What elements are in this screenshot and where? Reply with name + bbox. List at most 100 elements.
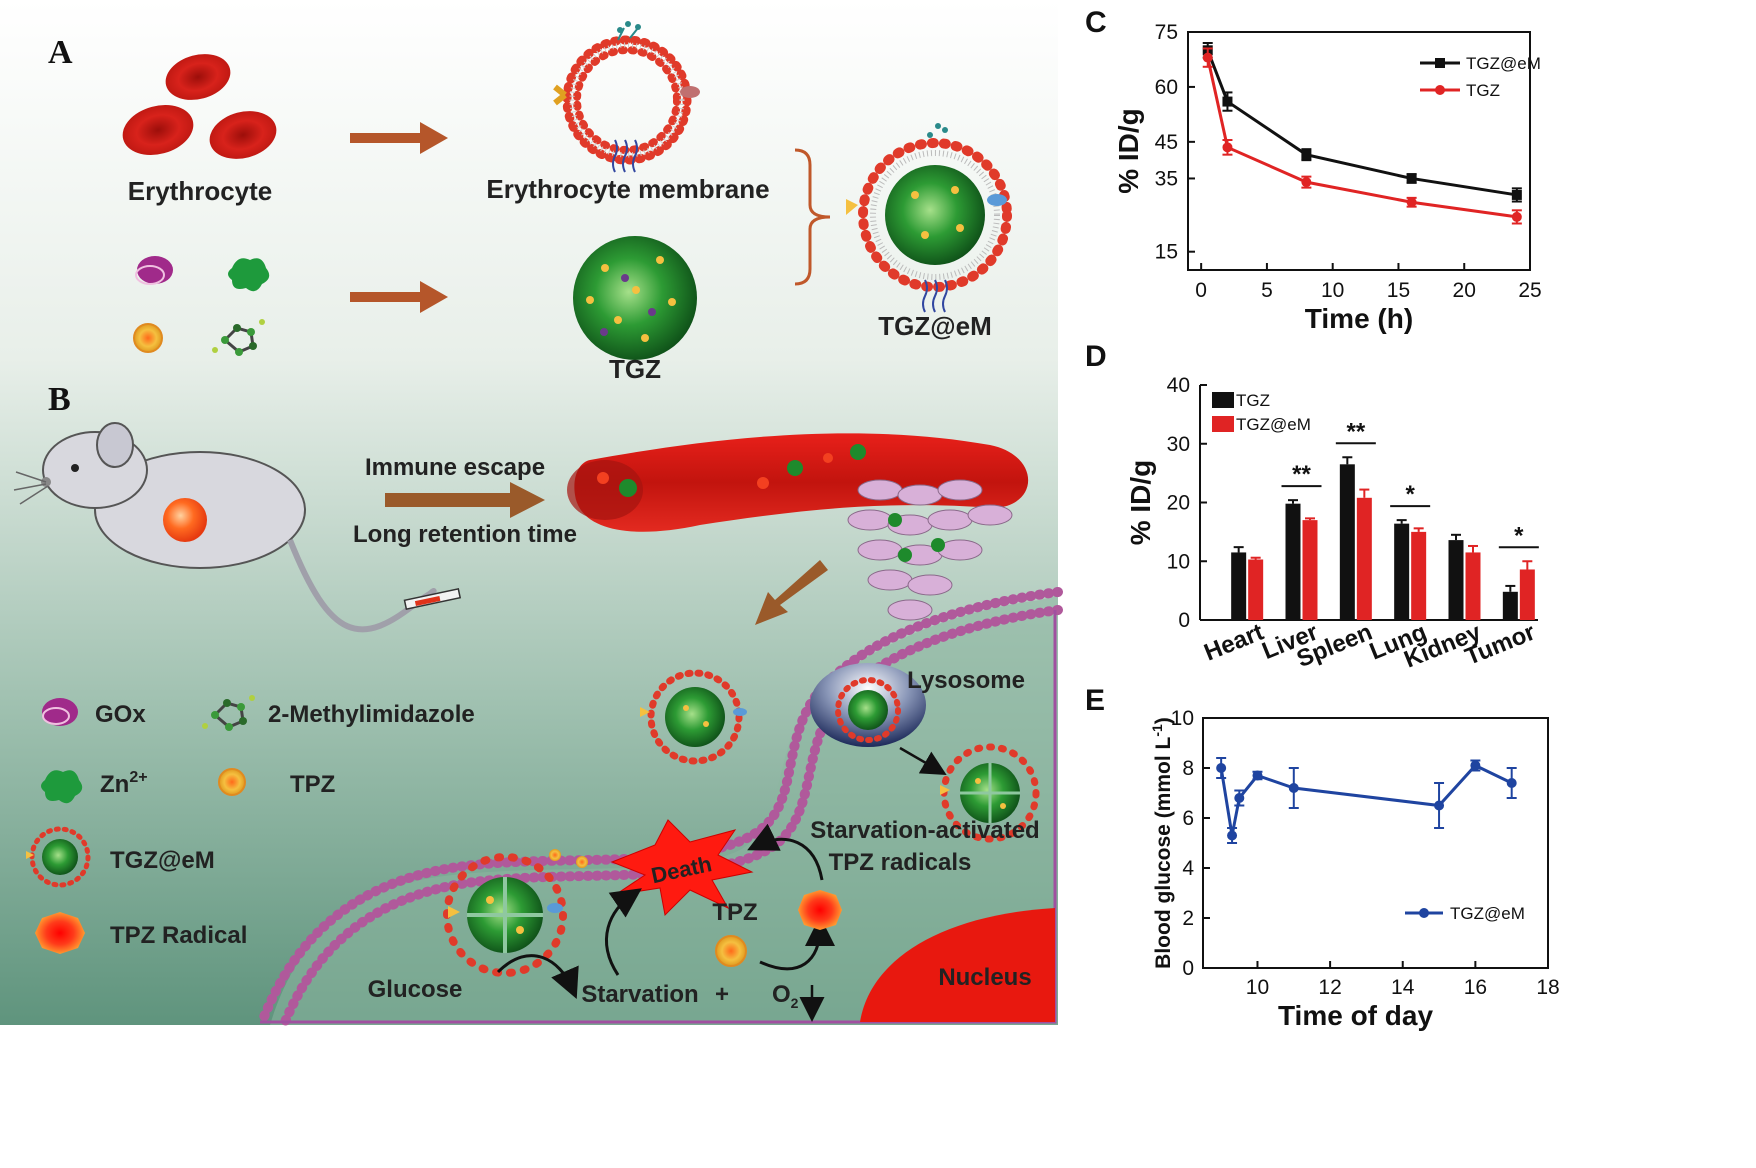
data-point	[1511, 189, 1522, 200]
nucleus-label: Nucleus	[938, 964, 1031, 991]
legend-marker	[1419, 908, 1429, 918]
free-tpz-dot-2	[576, 856, 588, 868]
data-point	[1234, 793, 1245, 803]
arrow-to-membrane	[350, 122, 448, 154]
legend-marker	[1435, 58, 1445, 68]
x-tick-label: Heart	[1200, 619, 1267, 667]
tpz-molecule-icon	[133, 323, 163, 353]
starvation-label: Starvation	[581, 981, 698, 1008]
tpz-cycle-label: TPZ	[712, 899, 757, 926]
erythrocyte-membrane-vesicle	[553, 21, 700, 173]
x-tick-label: 18	[1536, 976, 1559, 999]
syringe-icon	[403, 587, 462, 610]
tumor-tissue	[847, 479, 1013, 621]
tgz-label: TGZ	[609, 354, 661, 384]
legend-gox-icon	[42, 698, 78, 726]
membrane-label: Erythrocyte membrane	[486, 174, 769, 204]
bar	[1394, 523, 1410, 620]
y-tick-label: 10	[1171, 707, 1194, 730]
x-tick-label: 16	[1464, 976, 1487, 999]
lysosome	[810, 663, 926, 747]
y-tick-label: 4	[1182, 857, 1194, 880]
o2-label: O2	[772, 981, 799, 1011]
data-point	[1202, 52, 1213, 63]
legend-tgz-em-icon	[26, 826, 91, 888]
data-point	[1301, 149, 1312, 160]
x-tick-label: 10	[1246, 976, 1269, 999]
x-tick-label: 12	[1318, 976, 1341, 999]
bar	[1339, 464, 1355, 620]
legend-tpz-radical-icon	[35, 912, 85, 954]
lysosome-label: Lysosome	[907, 667, 1025, 694]
significance-label: *	[1405, 481, 1415, 508]
x-axis-label: Time of day	[1278, 1000, 1434, 1031]
y-tick-label: 6	[1182, 807, 1194, 830]
data-point	[1506, 778, 1517, 788]
bar	[1356, 497, 1372, 620]
panel-b-letter: B	[48, 381, 71, 418]
tgz-em-endocytosis	[640, 669, 747, 765]
data-point	[1288, 783, 1299, 793]
data-point	[1470, 760, 1481, 771]
x-tick-label: 25	[1518, 279, 1541, 302]
bar	[1502, 591, 1518, 620]
bar	[1519, 569, 1535, 620]
gox-enzyme-icon	[135, 256, 173, 285]
mouse-icon	[13, 422, 437, 633]
y-tick-label: 45	[1155, 131, 1178, 154]
radical-cycle-icon	[798, 890, 842, 930]
bar	[1285, 503, 1301, 620]
bar	[1248, 559, 1264, 620]
legend-tpz-radical-label: TPZ Radical	[110, 922, 247, 949]
data-point	[1511, 211, 1522, 222]
glucose-arrow	[496, 954, 579, 1000]
y-tick-label: 40	[1167, 374, 1190, 397]
free-tpz-dot-1	[549, 849, 561, 861]
legend-marker	[1435, 85, 1445, 95]
legend-tpz-label: TPZ	[290, 771, 335, 798]
y-tick-label: 0	[1182, 957, 1194, 980]
legend-swatch	[1212, 416, 1234, 432]
y-axis-label: % ID/g	[1125, 460, 1156, 546]
legend-label: TGZ@eM	[1466, 54, 1541, 73]
bar	[1465, 552, 1481, 620]
data-point	[1434, 800, 1445, 811]
tpz-activation-arrow	[759, 916, 835, 971]
y-tick-label: 30	[1167, 433, 1190, 456]
erythrocyte-label: Erythrocyte	[128, 176, 273, 206]
panel-d-letter: D	[1085, 340, 1107, 373]
legend-tgz-em-label: TGZ@eM	[110, 847, 215, 874]
bar	[1448, 540, 1464, 620]
tgz-em-label: TGZ@eM	[878, 311, 991, 341]
combine-brace	[794, 148, 831, 286]
legend-methylimidazole-label: 2-Methylimidazole	[268, 701, 475, 728]
x-axis-label: Time (h)	[1305, 303, 1413, 334]
y-axis-label-main: Blood glucose (mmol L	[1152, 736, 1175, 968]
glucose-label: Glucose	[368, 976, 463, 1003]
data-point	[1222, 142, 1233, 153]
x-tick-label: 5	[1261, 279, 1273, 302]
y-tick-label: 75	[1155, 21, 1178, 44]
panel-c-letter: C	[1085, 6, 1107, 39]
starvation-to-death-arrow	[604, 888, 642, 976]
panel-a-letter: A	[48, 34, 73, 71]
tgz-em-in-cytoplasm	[443, 853, 567, 977]
series-line	[1219, 763, 1513, 836]
y-axis-label-sup: -1	[1149, 724, 1165, 737]
lysosome-arrow	[899, 746, 947, 776]
y-tick-label: 60	[1155, 76, 1178, 99]
bar	[1411, 531, 1427, 620]
chart-c-frame	[1187, 31, 1531, 271]
tgz-nanoparticle	[573, 236, 697, 360]
arrow-to-cell	[755, 560, 828, 625]
legend-methylimidazole-icon	[202, 695, 255, 731]
blood-vessel	[567, 433, 1029, 532]
immune-escape-label: Immune escape	[365, 454, 545, 481]
plus-label: +	[715, 981, 729, 1008]
cell-membrane	[257, 587, 1063, 1027]
bar	[1231, 552, 1247, 620]
legend-label: TGZ	[1236, 391, 1270, 410]
